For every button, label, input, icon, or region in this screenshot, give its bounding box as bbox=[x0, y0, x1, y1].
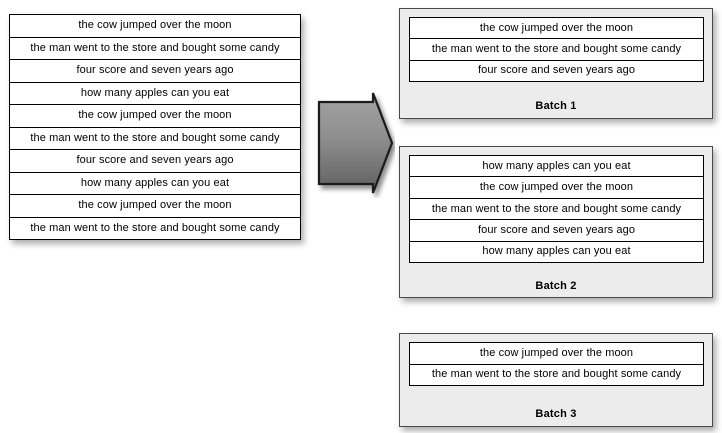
batch-label: Batch 1 bbox=[535, 100, 577, 112]
sentence-row: the cow jumped over the moon bbox=[410, 18, 703, 40]
sentence-row: the man went to the store and bought som… bbox=[10, 127, 300, 150]
sentence-row: the cow jumped over the moon bbox=[410, 343, 703, 365]
sentence-row: the man went to the store and bought som… bbox=[410, 364, 703, 385]
sentence-row: four score and seven years ago bbox=[410, 220, 703, 242]
sentence-row: four score and seven years ago bbox=[410, 60, 703, 81]
sentence-row: the man went to the store and bought som… bbox=[10, 217, 300, 239]
right-arrow-icon bbox=[313, 88, 395, 198]
sentence-row: how many apples can you eat bbox=[410, 156, 703, 178]
batch-label: Batch 2 bbox=[535, 280, 577, 292]
sentence-row: four score and seven years ago bbox=[10, 150, 300, 173]
sentence-row: the cow jumped over the moon bbox=[10, 195, 300, 218]
sentence-row: the cow jumped over the moon bbox=[10, 105, 300, 128]
sentence-row: how many apples can you eat bbox=[10, 172, 300, 195]
sentence-row: how many apples can you eat bbox=[10, 82, 300, 105]
sentence-row: the man went to the store and bought som… bbox=[410, 39, 703, 61]
sentence-row: the cow jumped over the moon bbox=[410, 177, 703, 199]
batch-label: Batch 3 bbox=[535, 408, 577, 420]
sentence-row: the cow jumped over the moon bbox=[10, 15, 300, 38]
sentence-row: the man went to the store and bought som… bbox=[410, 198, 703, 221]
sentence-row: four score and seven years ago bbox=[10, 60, 300, 83]
sentence-row: how many apples can you eat bbox=[410, 241, 703, 263]
sentence-row: the man went to the store and bought som… bbox=[10, 37, 300, 60]
